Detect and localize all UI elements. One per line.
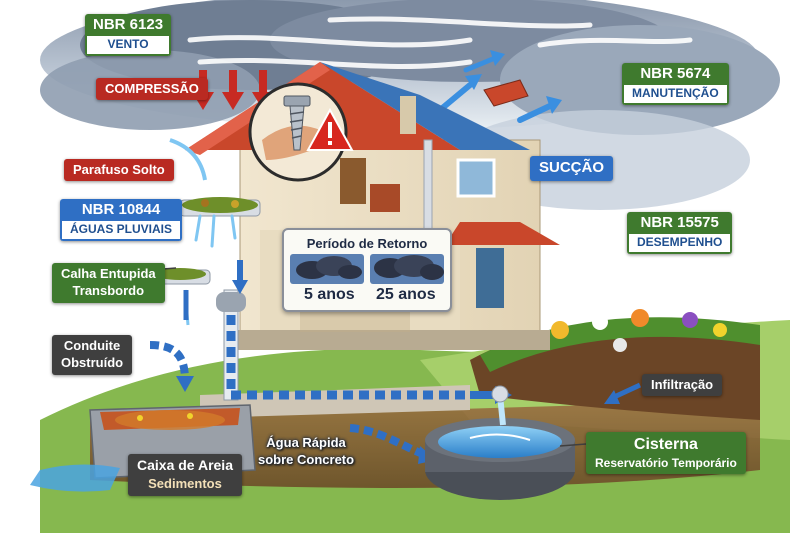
nbr-6123-badge: NBR 6123 VENTO (85, 14, 171, 56)
nbr-10844-topic: ÁGUAS PLUVIAIS (60, 221, 182, 241)
clogged-gutter-label: Calha Entupida Transbordo (52, 263, 165, 303)
infiltration-label: Infiltração (642, 374, 722, 396)
loose-screw-label: Parafuso Solto (64, 159, 174, 181)
sand-box-label: Caixa de Areia Sedimentos (128, 454, 242, 496)
return-period-long: 25 anos (376, 286, 436, 304)
fast-water-label: Água Rápida sobre Concreto (258, 436, 354, 468)
nbr-15575-badge: NBR 15575 DESEMPENHO (627, 212, 732, 254)
sand-box-line1: Caixa de Areia (137, 458, 233, 473)
return-period-short: 5 anos (304, 286, 355, 304)
nbr-5674-code: NBR 5674 (622, 63, 729, 85)
nbr-15575-topic: DESEMPENHO (627, 234, 732, 254)
sand-box-line2: Sedimentos (137, 477, 233, 491)
fast-water-line2: sobre Concreto (258, 453, 354, 467)
blocked-conduit-line1: Conduite (61, 339, 123, 353)
nbr-15575-code: NBR 15575 (627, 212, 732, 234)
nbr-5674-topic: MANUTENÇÃO (622, 85, 729, 105)
nbr-10844-badge: NBR 10844 ÁGUAS PLUVIAIS (60, 199, 182, 241)
nbr-10844-code: NBR 10844 (60, 199, 182, 221)
nbr-6123-topic: VENTO (85, 36, 171, 56)
return-period-panel: Período de Retorno 5 anos 25 anos (282, 228, 452, 312)
nbr-5674-badge: NBR 5674 MANUTENÇÃO (622, 63, 729, 105)
fast-water-line1: Água Rápida (258, 436, 354, 450)
cistern-label: Cisterna Reservatório Temporário (586, 432, 746, 474)
suction-label: SUCÇÃO (530, 156, 613, 181)
cistern-line1: Cisterna (595, 436, 737, 454)
blocked-conduit-label: Conduite Obstruído (52, 335, 132, 375)
storm-cloud-icon (290, 254, 444, 284)
blocked-conduit-line2: Obstruído (61, 356, 123, 370)
compression-label: COMPRESSÃO (96, 78, 208, 100)
clogged-gutter-line2: Transbordo (61, 284, 156, 298)
cistern-line2: Reservatório Temporário (595, 457, 737, 470)
nbr-6123-code: NBR 6123 (85, 14, 171, 36)
clogged-gutter-line1: Calha Entupida (61, 267, 156, 281)
return-period-title: Período de Retorno (284, 236, 450, 251)
